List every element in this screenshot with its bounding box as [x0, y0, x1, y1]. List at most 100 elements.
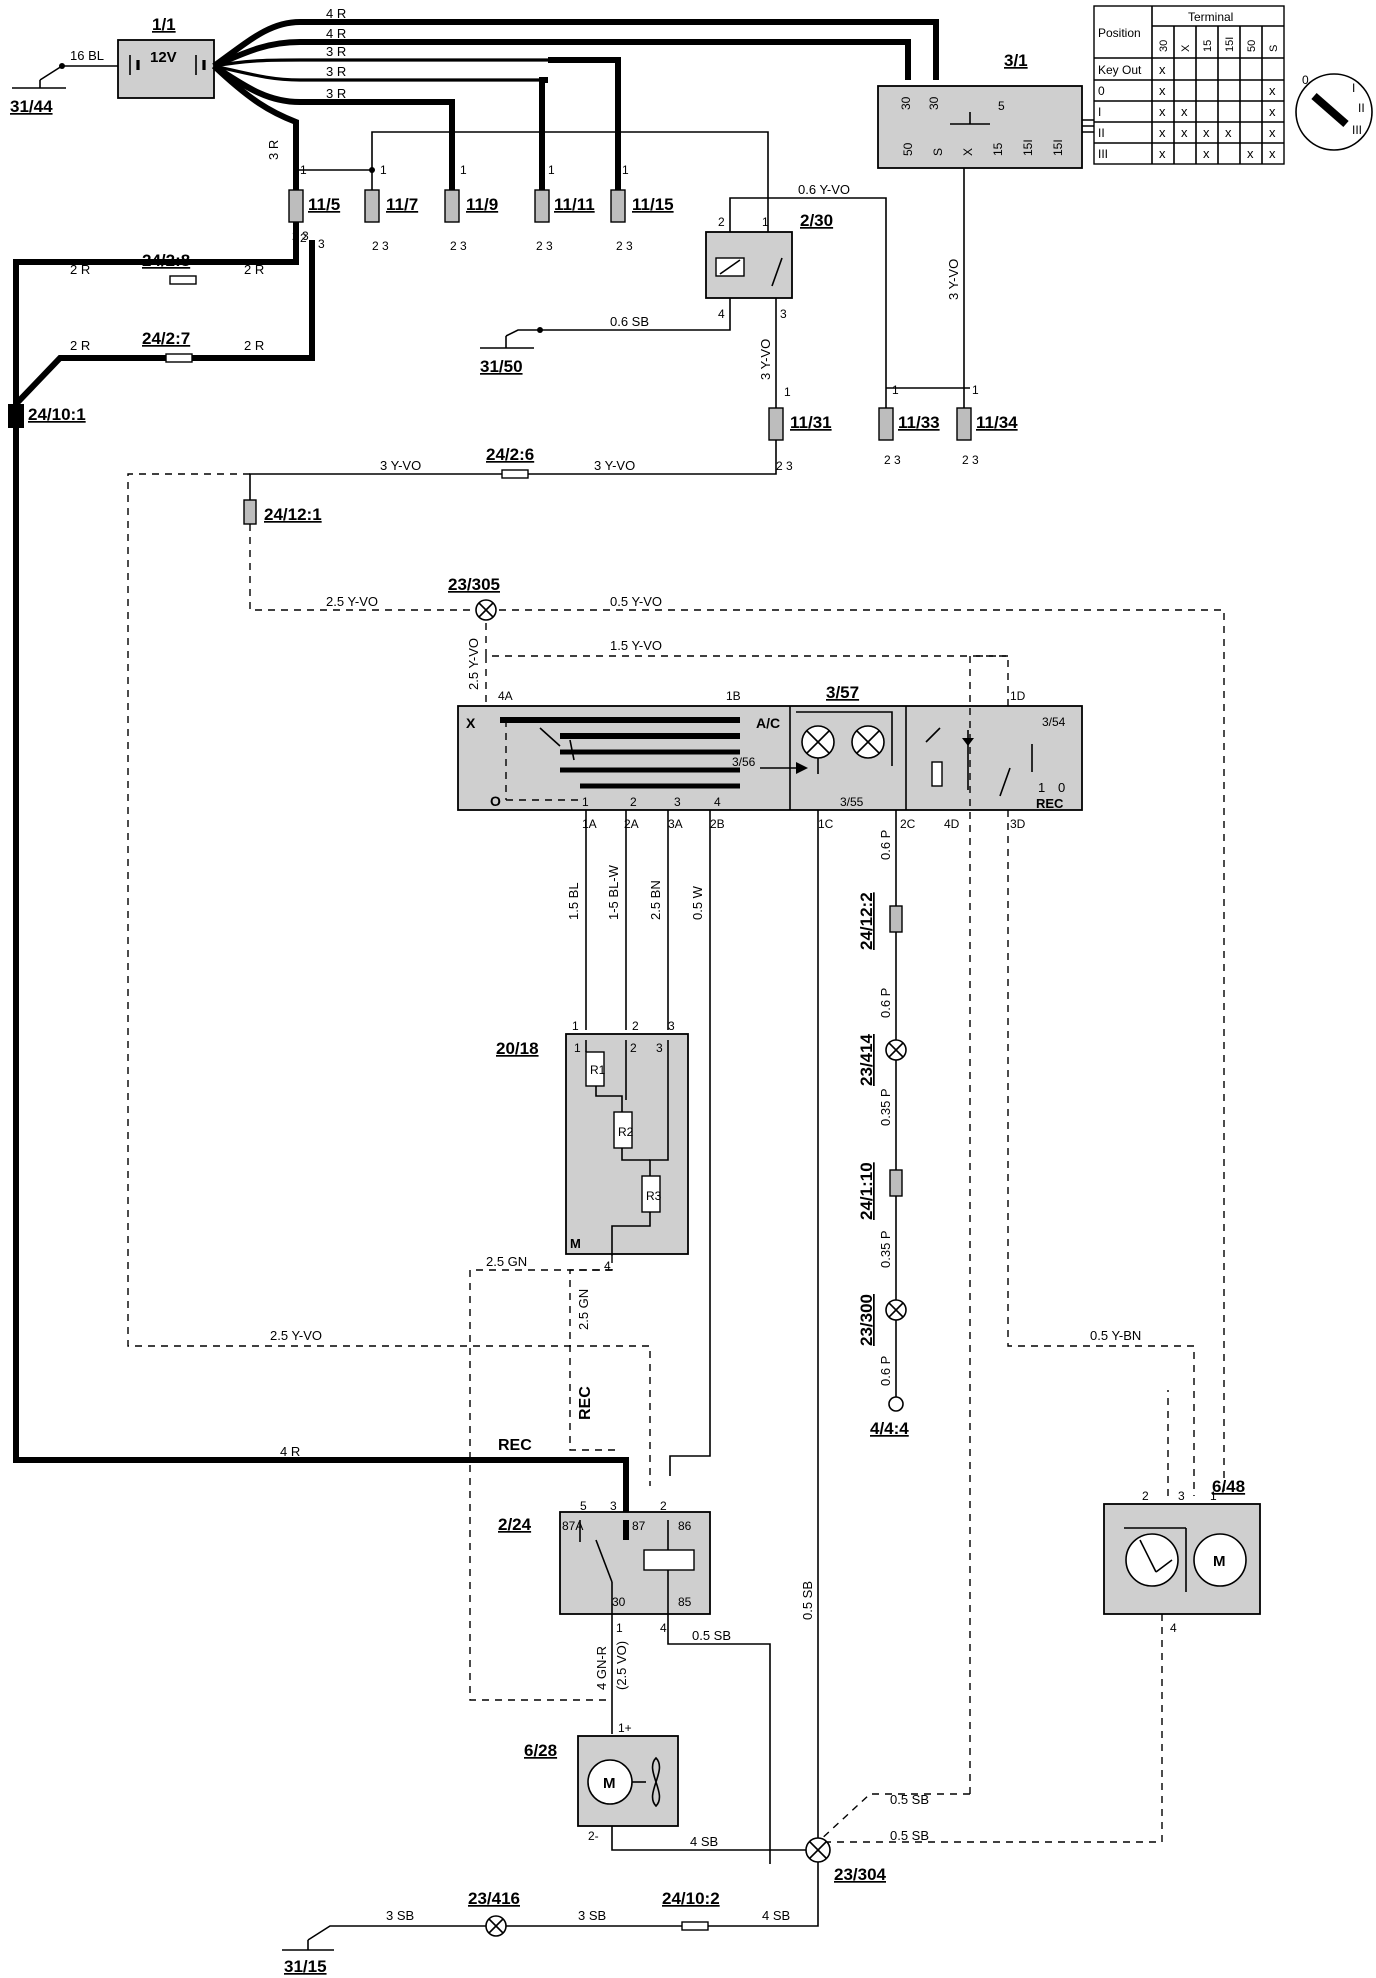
fuse-11-33-label: 11/33 [898, 413, 940, 432]
fuse-11-11: 11/11 [534, 189, 595, 223]
splice-23-416: 23/416 [468, 1889, 520, 1937]
panel-ac-label: A/C [756, 715, 780, 731]
svg-text:5: 5 [580, 1499, 587, 1513]
wire-label-3sb-b: 3 SB [386, 1908, 414, 1923]
fuse-11-5: 11/5 [288, 189, 340, 223]
wire-label-2r-a: 2 R [70, 262, 90, 277]
svg-text:1: 1 [784, 385, 791, 399]
svg-text:4: 4 [660, 1621, 667, 1635]
connector-24-12-2-label: 24/12:2 [857, 892, 876, 950]
svg-text:3: 3 [674, 795, 681, 809]
table-mark: x [1181, 104, 1188, 119]
wire-label-25yvo-c: 2.5 Y-VO [466, 638, 481, 690]
terminal-col-30: 30 [1158, 40, 1170, 52]
battery-label: 1/1 [152, 15, 176, 34]
svg-text:1C: 1C [818, 817, 834, 831]
svg-text:2 3: 2 3 [776, 459, 793, 473]
svg-text:1: 1 [762, 215, 769, 229]
terminal-table-title: Terminal [1188, 10, 1233, 24]
blower-motor-label: 6/28 [524, 1741, 557, 1760]
recirc-motor-label: 6/48 [1212, 1477, 1245, 1496]
table-mark: x [1159, 62, 1166, 77]
panel-3-54-label: 3/54 [1042, 715, 1066, 729]
svg-text:3: 3 [780, 307, 787, 321]
rec-label-horizontal: REC [498, 1437, 532, 1454]
wire-label-2r-c: 2 R [70, 338, 90, 353]
svg-text:3: 3 [610, 1499, 617, 1513]
relay-pin-87: 87 [632, 1519, 646, 1533]
connector-24-10-1-label: 24/10:1 [28, 405, 86, 424]
wire-label-035p-a: 0.35 P [878, 1088, 893, 1126]
terminal-col-50: 50 [1246, 40, 1258, 52]
panel-1-label: 1 [1038, 780, 1045, 795]
wire-label-3r-a: 3 R [326, 44, 346, 59]
table-mark: x [1181, 125, 1188, 140]
resistor-m: M [570, 1236, 581, 1251]
table-mark: x [1225, 125, 1232, 140]
relay-pin-86: 86 [678, 1519, 692, 1533]
key-pos-ii: II [1358, 101, 1365, 115]
table-mark: x [1269, 83, 1276, 98]
svg-text:2 3: 2 3 [372, 239, 389, 253]
svg-text:4: 4 [604, 1259, 611, 1273]
resistor-r3: R3 [646, 1189, 662, 1203]
svg-text:3: 3 [668, 1019, 675, 1033]
row-pos-iii: III [1098, 147, 1108, 161]
svg-text:1A: 1A [582, 817, 597, 831]
svg-text:2 3: 2 3 [962, 453, 979, 467]
wire-label-05w: 0.5 W [690, 885, 705, 920]
panel-x-label: X [466, 715, 476, 731]
panel-3-55-label: 3/55 [840, 795, 864, 809]
terminal-col-s: S [1268, 45, 1280, 52]
svg-text:2: 2 [718, 215, 725, 229]
row-pos-ii: II [1098, 126, 1105, 140]
table-mark: x [1159, 125, 1166, 140]
resistor-r1: R1 [590, 1063, 606, 1077]
fuse-11-5-label: 11/5 [308, 195, 340, 214]
svg-text:2 3: 2 3 [616, 239, 633, 253]
relay-pin-30: 30 [612, 1595, 626, 1609]
wire-label-4gnr: 4 GN-R [594, 1646, 609, 1690]
svg-text:2: 2 [630, 795, 637, 809]
svg-text:4: 4 [714, 795, 721, 809]
ignition-switch-label: 3/1 [1004, 51, 1028, 70]
ignition-pin-15: 15 [991, 142, 1005, 156]
row-pos-0: 0 [1098, 84, 1105, 98]
wire-label-3yvo-a: 3 Y-VO [758, 339, 773, 380]
wire-label-06p-a: 0.6 P [878, 830, 893, 860]
table-mark: x [1269, 146, 1276, 161]
wire-label-15yvo: 1.5 Y-VO [610, 638, 662, 653]
ignition-pin-x: X [961, 148, 975, 156]
panel-0-label: 0 [1058, 780, 1065, 795]
svg-text:2C: 2C [900, 817, 916, 831]
recirc-motor: 6/48 M 2 3 1 4 [1103, 1477, 1261, 1635]
svg-text:1: 1 [460, 163, 467, 177]
wire-label-3r-d: 3 R [266, 140, 281, 160]
battery: 1/1 12V [117, 15, 215, 99]
svg-text:3: 3 [656, 1041, 663, 1055]
fuse-11-33: 11/33 [878, 407, 940, 441]
fuse-11-15-label: 11/15 [632, 195, 674, 214]
blower-motor: 6/28 M 1+ 2- [524, 1721, 679, 1843]
svg-text:1: 1 [572, 1019, 579, 1033]
relay-2-30: 2/30 2 1 4 3 [705, 211, 833, 321]
panel-o-label: O [490, 793, 501, 809]
key-pos-0: 0 [1302, 73, 1309, 87]
wire-label-25gn-a: 2.5 GN [486, 1254, 527, 1269]
ignition-pin-5: 5 [998, 99, 1005, 113]
wire-label-2r-b: 2 R [244, 262, 264, 277]
svg-text:1: 1 [622, 163, 629, 177]
wire-label-4sb-b: 4 SB [762, 1908, 790, 1923]
splice-23-300: 23/300 [857, 1294, 907, 1346]
terminal-col-15i: 15I [1224, 37, 1236, 52]
panel-3-57-label: 3/57 [826, 683, 859, 702]
wire-label-3sb-a: 3 SB [578, 1908, 606, 1923]
fuse-11-7-label: 11/7 [386, 195, 418, 214]
svg-text:3D: 3D [1010, 817, 1026, 831]
wire-label-05sb-d: 0.5 SB [890, 1828, 929, 1843]
resistor-r2: R2 [618, 1125, 634, 1139]
relay-pin-85: 85 [678, 1595, 692, 1609]
svg-text:2: 2 [660, 1499, 667, 1513]
splice-23-414: 23/414 [857, 1033, 907, 1086]
wire-label-05ybn: 0.5 Y-BN [1090, 1328, 1141, 1343]
